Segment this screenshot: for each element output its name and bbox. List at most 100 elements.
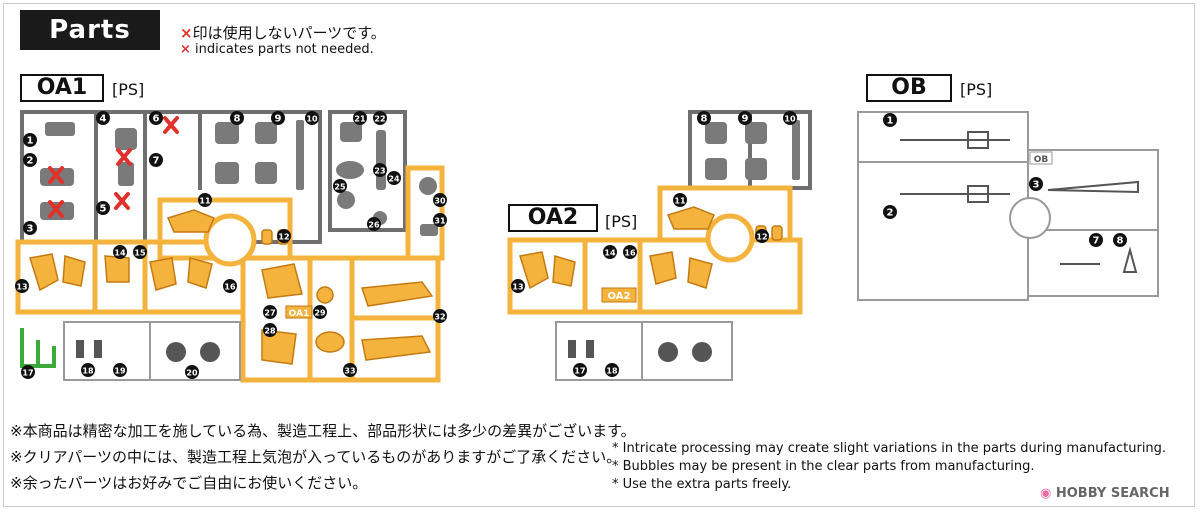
- part-number-ob-7: 7: [1089, 233, 1103, 247]
- runner-tag-oa1: OA1: [289, 309, 310, 319]
- part-number-oa1-17: 17: [21, 365, 35, 379]
- runner-material-oa1: [PS]: [112, 80, 145, 99]
- runner-label-oa1: OA1: [20, 74, 104, 102]
- footer-notes-jp: ※本商品は精密な加工を施している為、製造工程上、部品形状には多少の差異がございま…: [10, 418, 636, 496]
- part-number-oa1-21: 21: [353, 111, 367, 125]
- part-number-oa1-20: 20: [185, 365, 199, 379]
- part-number-ob-8: 8: [1113, 233, 1127, 247]
- runner-tag-ob: OB: [1034, 155, 1049, 165]
- svg-text:3: 3: [1033, 180, 1040, 191]
- svg-text:1: 1: [887, 116, 894, 127]
- svg-text:23: 23: [374, 167, 385, 176]
- footer-note-jp-2: ※クリアパーツの中には、製造工程上気泡が入っているものがありますがご了承ください…: [10, 448, 622, 466]
- svg-text:17: 17: [22, 369, 33, 378]
- svg-text:16: 16: [224, 283, 236, 292]
- svg-text:19: 19: [114, 367, 126, 376]
- part-number-oa1-19: 19: [113, 363, 127, 377]
- part-number-oa1-9: 9: [271, 111, 285, 125]
- footer-note-jp-1: ※本商品は精密な加工を施している為、製造工程上、部品形状には多少の差異がございま…: [10, 422, 636, 440]
- svg-text:11: 11: [199, 197, 211, 206]
- svg-text:16: 16: [624, 249, 636, 258]
- svg-text:1: 1: [27, 136, 34, 147]
- part-number-oa2-9: 9: [738, 111, 752, 125]
- part-number-oa1-5: 5: [96, 201, 110, 215]
- part-number-oa1-32: 32: [433, 309, 447, 323]
- runner-label-oa2: OA2: [508, 204, 598, 232]
- part-number-oa1-12: 12: [277, 229, 291, 243]
- svg-text:6: 6: [153, 114, 160, 125]
- runner-oa1: OA1: [15, 110, 445, 383]
- svg-text:10: 10: [784, 115, 796, 124]
- part-number-oa1-6: 6: [149, 111, 163, 125]
- svg-text:8: 8: [1117, 236, 1124, 247]
- svg-text:15: 15: [134, 249, 146, 258]
- part-number-oa2-13: 13: [511, 279, 525, 293]
- part-number-oa1-4: 4: [96, 111, 110, 125]
- part-number-oa1-29: 29: [313, 305, 327, 319]
- part-number-oa1-13: 13: [15, 279, 29, 293]
- svg-text:18: 18: [82, 367, 94, 376]
- svg-text:32: 32: [434, 313, 445, 322]
- svg-text:25: 25: [334, 183, 346, 192]
- runner-material-ob: [PS]: [960, 80, 993, 99]
- part-number-oa2-10: 10: [783, 111, 797, 125]
- part-number-oa1-23: 23: [373, 163, 387, 177]
- svg-text:4: 4: [100, 114, 107, 125]
- svg-text:21: 21: [354, 115, 366, 124]
- part-number-oa1-18: 18: [81, 363, 95, 377]
- svg-text:18: 18: [606, 367, 618, 376]
- svg-text:30: 30: [434, 197, 446, 206]
- part-number-oa2-11: 11: [673, 193, 687, 207]
- part-number-oa1-7: 7: [149, 153, 163, 167]
- svg-text:8: 8: [701, 114, 708, 125]
- part-number-oa1-28: 28: [263, 323, 277, 337]
- footer-notes-en: * Intricate processing may create slight…: [612, 440, 1166, 494]
- part-number-oa2-14: 14: [603, 245, 617, 259]
- part-number-oa2-16: 16: [623, 245, 637, 259]
- svg-text:7: 7: [1093, 236, 1100, 247]
- part-number-oa1-24: 24: [387, 171, 401, 185]
- svg-text:28: 28: [264, 327, 276, 336]
- svg-text:10: 10: [306, 115, 318, 124]
- svg-text:22: 22: [374, 115, 385, 124]
- hobby-search-logo-icon: ◉: [1040, 486, 1052, 501]
- svg-text:2: 2: [887, 208, 894, 219]
- svg-text:17: 17: [574, 367, 585, 376]
- part-number-oa1-15: 15: [133, 245, 147, 259]
- footer-note-en-3: * Use the extra parts freely.: [612, 477, 792, 492]
- svg-text:11: 11: [674, 197, 686, 206]
- svg-text:14: 14: [114, 249, 126, 258]
- svg-text:9: 9: [742, 114, 749, 125]
- part-number-oa1-26: 26: [367, 217, 381, 231]
- unused-parts-note-en: × indicates parts not needed.: [180, 42, 374, 57]
- svg-text:24: 24: [388, 175, 400, 184]
- part-number-oa1-10: 10: [305, 111, 319, 125]
- part-number-oa1-33: 33: [343, 363, 357, 377]
- part-number-oa1-22: 22: [373, 111, 387, 125]
- part-number-oa1-1: 1: [23, 133, 37, 147]
- svg-text:29: 29: [314, 309, 326, 318]
- runner-ob: OB: [857, 111, 1159, 301]
- page-title: Parts list: [20, 10, 160, 85]
- part-number-oa1-11: 11: [198, 193, 212, 207]
- part-number-oa2-8: 8: [697, 111, 711, 125]
- footer-note-en-2: * Bubbles may be present in the clear pa…: [612, 459, 1035, 474]
- svg-text:9: 9: [275, 114, 282, 125]
- svg-text:26: 26: [368, 221, 380, 230]
- part-number-oa1-30: 30: [433, 193, 447, 207]
- svg-text:2: 2: [27, 156, 34, 167]
- part-number-oa1-16: 16: [223, 279, 237, 293]
- svg-text:14: 14: [604, 249, 616, 258]
- watermark: ◉ HOBBY SEARCH: [1040, 486, 1170, 501]
- part-number-oa1-3: 3: [23, 221, 37, 235]
- part-number-oa1-31: 31: [433, 213, 447, 227]
- part-number-oa1-8: 8: [230, 111, 244, 125]
- svg-text:5: 5: [100, 204, 107, 215]
- svg-text:8: 8: [234, 114, 241, 125]
- part-number-oa1-2: 2: [23, 153, 37, 167]
- svg-text:13: 13: [16, 283, 27, 292]
- part-number-oa2-17: 17: [573, 363, 587, 377]
- footer-note-en-1: * Intricate processing may create slight…: [612, 441, 1167, 456]
